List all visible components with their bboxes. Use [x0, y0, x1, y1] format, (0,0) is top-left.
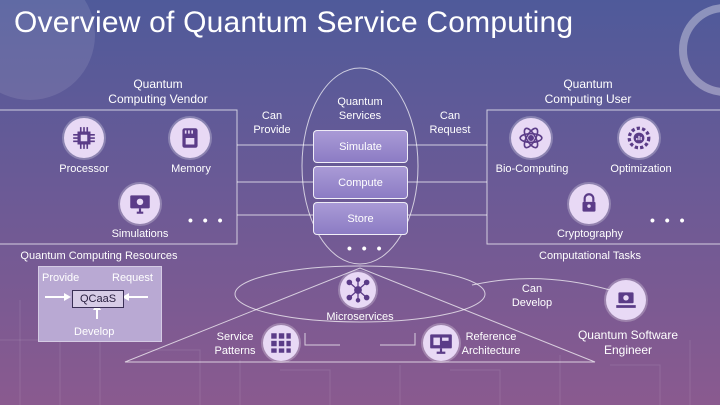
- vendor-footer: Quantum Computing Resources: [20, 250, 178, 262]
- vendor-header: Quantum Computing Vendor: [108, 77, 208, 106]
- reference-architecture-label: Reference Architecture: [461, 331, 521, 357]
- architecture-monitor-icon: [423, 325, 459, 361]
- qcaas-develop-label: Develop: [74, 326, 115, 338]
- lock-icon: [569, 184, 609, 224]
- can-develop-label: Can Develop: [511, 283, 553, 309]
- service-compute: Compute: [313, 166, 408, 199]
- service-patterns-label: Service Patterns: [214, 331, 256, 357]
- page-title: Overview of Quantum Service Computing: [14, 6, 574, 39]
- atom-icon: [511, 118, 551, 158]
- vendor-item-memory: Memory: [171, 163, 211, 175]
- can-provide-label: Can Provide: [253, 110, 291, 136]
- service-store: Store: [313, 202, 408, 235]
- engineer-laptop-icon: [606, 280, 646, 320]
- qcaas-arrows: [45, 293, 148, 319]
- qcaas-request-label: Request: [112, 272, 153, 284]
- user-footer: Computational Tasks: [539, 250, 641, 262]
- qcaas-label: QCaaS: [72, 290, 124, 308]
- can-request-label: Can Request: [429, 110, 471, 136]
- qcaas-provide-label: Provide: [42, 272, 80, 284]
- network-icon: [340, 272, 376, 308]
- services-more: • • •: [347, 240, 385, 256]
- processor-icon: [64, 118, 104, 158]
- vendor-item-simulations: Simulations: [111, 228, 169, 240]
- engineer-label: Quantum Software Engineer: [577, 328, 679, 357]
- vendor-more: • • •: [188, 212, 226, 228]
- service-simulate: Simulate: [313, 130, 408, 163]
- services-header: Quantum Services: [337, 96, 383, 122]
- microservices-label: Microservices: [326, 311, 394, 323]
- memory-icon: [170, 118, 210, 158]
- user-item-optimization: Optimization: [610, 163, 672, 175]
- user-item-cryptography: Cryptography: [556, 228, 624, 240]
- user-more: • • •: [650, 212, 688, 228]
- user-header: Quantum Computing User: [544, 77, 632, 106]
- vendor-item-processor: Processor: [59, 163, 109, 175]
- user-item-bio-computing: Bio-Computing: [495, 163, 569, 175]
- simulation-monitor-icon: [120, 184, 160, 224]
- service-patterns-grid-icon: [263, 325, 299, 361]
- optimization-gear-icon: [619, 118, 659, 158]
